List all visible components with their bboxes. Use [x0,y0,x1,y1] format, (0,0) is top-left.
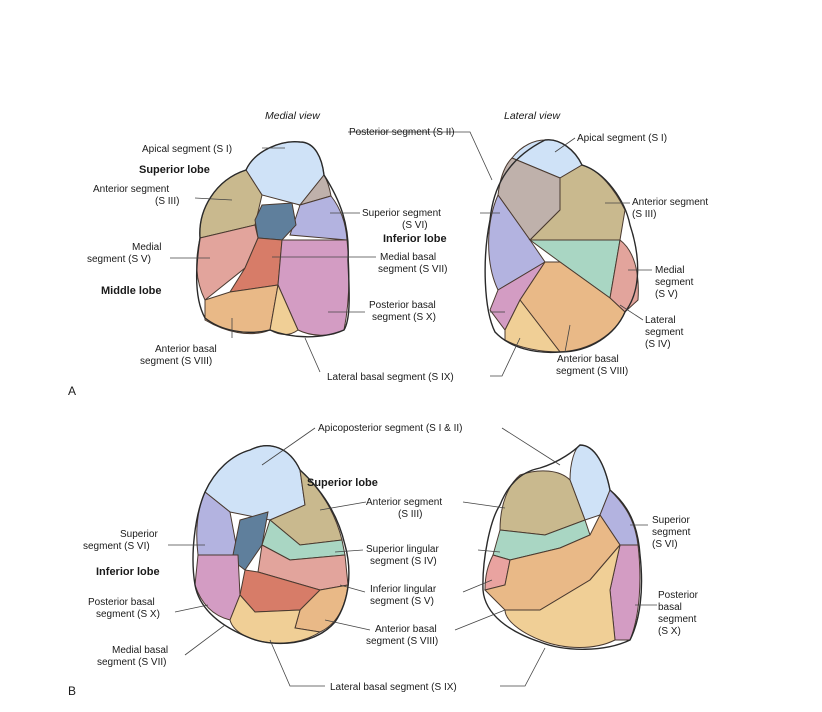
label-medial-basal-b-1: Medial basal [112,645,168,656]
label-lateral-basal-a: Lateral basal segment (S IX) [327,372,454,383]
label-anterior-basal-2: segment (S VIII) [140,356,212,367]
label-medial-lateral-2: segment [655,277,694,288]
b-posterior-basal-region [194,554,241,621]
label-anterior-basal-lat-2: segment (S VIII) [556,366,628,377]
label-lateral-seg-3: (S IV) [645,339,671,350]
label-anterior-seg-b-2: (S III) [398,509,422,520]
medial-view-title: Medial view [265,110,321,122]
medial-view-outline [196,141,350,338]
label-anterior-lateral-1: Anterior segment [632,197,708,208]
panel-a-leader-lines [170,131,652,377]
label-inferior-lobe-a: Inferior lobe [383,233,447,245]
label-lateral-seg-1: Lateral [645,315,676,326]
label-posterior-basal-1: Posterior basal [369,300,436,311]
label-posterior-basal-b-1: Posterior basal [88,597,155,608]
label-medial-basal-b-2: segment (S VII) [97,657,166,668]
right-lung-medial-view [196,141,350,338]
label-posterior-basal-b-2: segment (S X) [96,609,160,620]
panel-a-letter: A [68,384,76,398]
label-superior-seg-1: Superior segment [362,208,441,219]
label-superior-lingular-2: segment (S IV) [370,556,437,567]
label-superior-lingular-1: Superior lingular [366,544,439,555]
left-lung-medial-view [192,445,350,645]
label-superior-right-1: Superior [652,515,690,526]
label-anterior-basal-lat-1: Anterior basal [557,354,619,365]
label-medial-basal-1: Medial basal [380,252,436,263]
label-inferior-lingular-2: segment (S V) [370,596,434,607]
lateral-view-title: Lateral view [504,110,561,122]
label-lateral-seg-2: segment [645,327,684,338]
label-anterior-basal-1: Anterior basal [155,344,217,355]
label-posterior-basal-2: segment (S X) [372,312,436,323]
label-superior-b-2: segment (S VI) [83,541,150,552]
label-inferior-lingular-1: Inferior lingular [370,584,437,595]
label-medial-lateral-1: Medial [655,265,684,276]
label-superior-seg-2: (S VI) [402,220,428,231]
label-posterior-right-2: basal [658,602,682,613]
label-apicoposterior: Apicoposterior segment (S I & II) [318,423,463,434]
label-middle-lobe: Middle lobe [101,285,162,297]
label-apical-lateral: Apical segment (S I) [577,133,667,144]
label-medial-2: segment (S V) [87,254,151,265]
label-posterior-right-1: Posterior [658,590,699,601]
label-medial-lateral-3: (S V) [655,289,678,300]
right-lung-lateral-view [484,139,639,354]
label-anterior-basal-b-2: segment (S VIII) [366,636,438,647]
label-apical-medial: Apical segment (S I) [142,144,232,155]
label-anterior-medial-1: Anterior segment [93,184,169,195]
b-lat-lateral-basal-region [504,544,621,648]
anterior-basal-region [204,284,279,335]
label-lateral-basal-b: Lateral basal segment (S IX) [330,682,457,693]
label-anterior-lateral-2: (S III) [632,209,656,220]
b-medial-basal-blue-region [231,511,269,571]
label-medial-basal-2: segment (S VII) [378,264,447,275]
label-superior-right-3: (S VI) [652,539,678,550]
b-lateral-view-outline [482,444,643,650]
b-lat-posterior-basal-region [609,544,641,641]
label-posterior-segment: Posterior segment (S II) [349,127,455,138]
left-lung-lateral-view [482,444,643,650]
label-anterior-seg-b-1: Anterior segment [366,497,442,508]
label-inferior-lobe-b: Inferior lobe [96,566,160,578]
label-superior-lobe-a: Superior lobe [139,164,210,176]
label-superior-b-1: Superior [120,529,158,540]
panel-b-leader-lines [168,427,657,687]
label-superior-right-2: segment [652,527,691,538]
label-posterior-right-3: segment [658,614,697,625]
lateral-view-outline [484,139,639,354]
label-medial-1: Medial [132,242,161,253]
label-posterior-right-4: (S X) [658,626,681,637]
panel-b-letter: B [68,684,76,698]
b-medial-view-outline [192,445,350,645]
label-anterior-basal-b-1: Anterior basal [375,624,437,635]
label-anterior-medial-2: (S III) [155,196,179,207]
label-superior-lobe-b: Superior lobe [307,477,378,489]
